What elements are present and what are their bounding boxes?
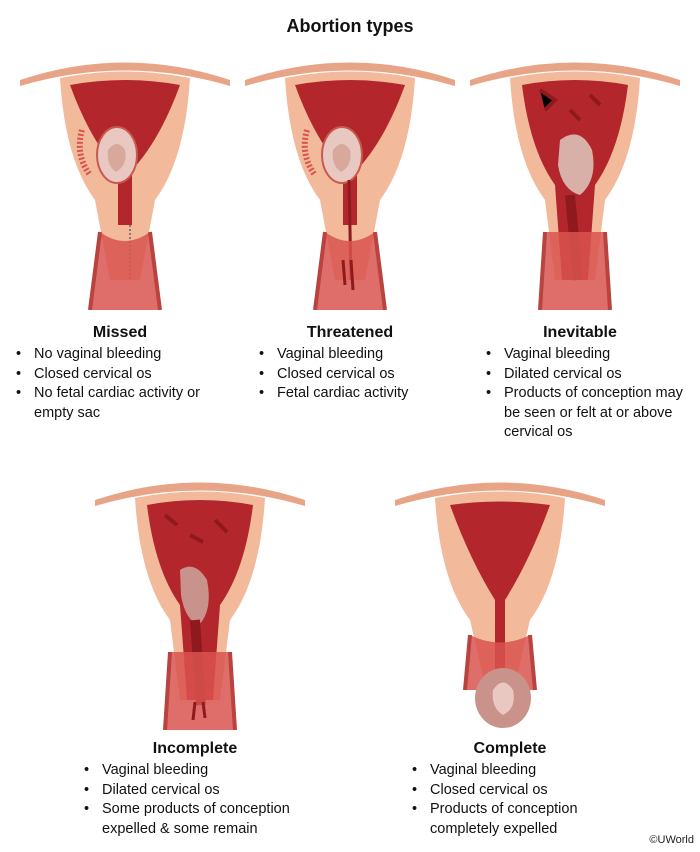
bullet-item: Closed cervical os bbox=[14, 365, 229, 385]
panel-heading-incomplete: Incomplete bbox=[152, 740, 238, 757]
bullet-item: Some products of conception expelled & s… bbox=[82, 800, 322, 839]
bullet-item: Dilated cervical os bbox=[82, 781, 322, 801]
uterus-illustration-complete bbox=[395, 470, 605, 730]
bullet-item: Vaginal bleeding bbox=[82, 761, 322, 781]
bullet-item: Closed cervical os bbox=[410, 781, 620, 801]
bullet-item: Dilated cervical os bbox=[484, 365, 690, 385]
uterus-illustration-missed bbox=[20, 50, 230, 310]
uterus-illustration-inevitable bbox=[470, 50, 680, 310]
bullet-list-incomplete: Vaginal bleeding Dilated cervical os Som… bbox=[82, 761, 322, 839]
bullet-item: No fetal cardiac activity or empty sac bbox=[14, 384, 229, 423]
bullet-item: Products of conception completely expell… bbox=[410, 800, 620, 839]
uterus-illustration-incomplete bbox=[95, 470, 305, 730]
bullet-list-threatened: Vaginal bleeding Closed cervical os Feta… bbox=[257, 345, 472, 404]
bullet-item: No vaginal bleeding bbox=[14, 345, 229, 365]
bullet-item: Fetal cardiac activity bbox=[257, 384, 472, 404]
bullet-list-complete: Vaginal bleeding Closed cervical os Prod… bbox=[410, 761, 620, 839]
figure-title: Abortion types bbox=[286, 16, 414, 36]
bullet-item: Products of conception may be seen or fe… bbox=[484, 384, 690, 443]
bullet-list-inevitable: Vaginal bleeding Dilated cervical os Pro… bbox=[484, 345, 690, 443]
panel-heading-complete: Complete bbox=[473, 740, 547, 757]
copyright-notice: ©UWorld bbox=[649, 834, 694, 846]
panel-heading-missed: Missed bbox=[92, 324, 148, 341]
bullet-item: Vaginal bleeding bbox=[410, 761, 620, 781]
bullet-list-missed: No vaginal bleeding Closed cervical os N… bbox=[14, 345, 229, 423]
bullet-item: Closed cervical os bbox=[257, 365, 472, 385]
bullet-item: Vaginal bleeding bbox=[484, 345, 690, 365]
panel-heading-inevitable: Inevitable bbox=[543, 324, 617, 341]
panel-heading-threatened: Threatened bbox=[306, 324, 394, 341]
uterus-illustration-threatened bbox=[245, 50, 455, 310]
bullet-item: Vaginal bleeding bbox=[257, 345, 472, 365]
